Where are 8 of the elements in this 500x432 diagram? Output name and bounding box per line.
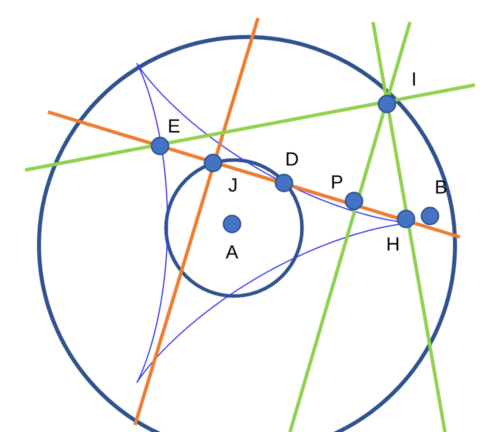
point-label: D <box>285 150 299 170</box>
point-label: H <box>386 236 400 254</box>
point-label: B <box>434 178 448 198</box>
point-label: E <box>168 118 180 136</box>
point-label: P <box>330 174 344 192</box>
point-label: I <box>411 70 417 90</box>
point-label: J <box>228 176 238 196</box>
point-label: A <box>226 244 238 262</box>
